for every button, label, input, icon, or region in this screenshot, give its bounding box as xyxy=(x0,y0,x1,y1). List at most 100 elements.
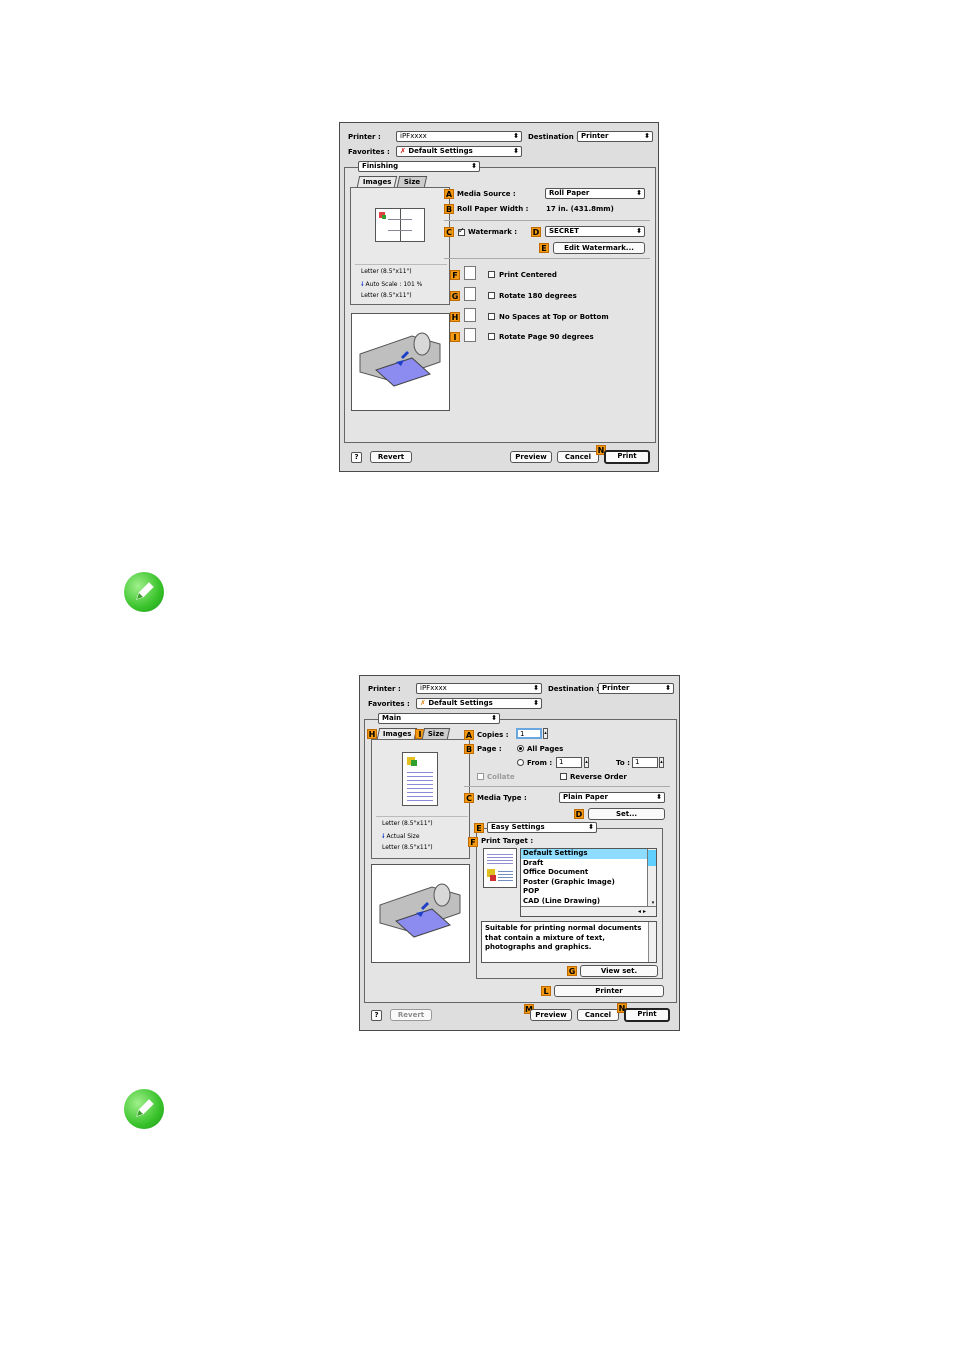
panel-select[interactable]: Main⬍ xyxy=(378,713,500,724)
list-item[interactable]: POP xyxy=(523,887,540,896)
media-source-select[interactable]: Roll Paper⬍ xyxy=(545,188,645,199)
destination-select[interactable]: Printer⬍ xyxy=(577,131,653,142)
preview-line-1: Letter (8.5"x11") xyxy=(382,820,433,827)
print-target-list[interactable]: Default Settings Draft Office Document P… xyxy=(520,848,657,917)
revert-button[interactable]: Revert xyxy=(370,451,412,463)
watermark-select[interactable]: SECRET⬍ xyxy=(545,226,645,237)
print-target-label: Print Target : xyxy=(481,837,534,845)
rotate-180-checkbox[interactable] xyxy=(488,292,495,299)
no-spaces-label: No Spaces at Top or Bottom xyxy=(499,313,609,321)
rotate-90-icon xyxy=(464,328,476,342)
print-dialog-main: Printer : iPFxxxx⬍ Destination : Printer… xyxy=(359,675,680,1031)
printer-button[interactable]: Printer xyxy=(554,985,664,997)
preview-line-3: Letter (8.5"x11") xyxy=(361,292,412,299)
cancel-button[interactable]: Cancel xyxy=(577,1009,619,1021)
destination-label: Destination : xyxy=(548,685,599,693)
cancel-button[interactable]: Cancel xyxy=(557,451,599,463)
printer-label: Printer : xyxy=(348,133,381,141)
printer-icon xyxy=(359,332,441,387)
help-icon[interactable]: ? xyxy=(371,1010,382,1021)
print-centered-label: Print Centered xyxy=(499,271,557,279)
print-button[interactable]: Print xyxy=(604,450,650,464)
view-set-button[interactable]: View set. xyxy=(580,965,658,977)
list-item[interactable]: Default Settings xyxy=(521,849,656,859)
revert-button[interactable]: Revert xyxy=(390,1009,432,1021)
roll-width-label: Roll Paper Width : xyxy=(457,205,529,213)
collate-checkbox[interactable] xyxy=(477,773,484,780)
copies-stepper[interactable]: ▴ xyxy=(543,728,548,739)
print-centered-checkbox[interactable] xyxy=(488,271,495,278)
favorites-select[interactable]: ✗ Default Settings⬍ xyxy=(396,146,522,157)
printer-select[interactable]: iPFxxxx⬍ xyxy=(416,683,542,694)
rotate-90-checkbox[interactable] xyxy=(488,333,495,340)
media-source-label: Media Source : xyxy=(457,190,516,198)
divider xyxy=(464,786,670,787)
badge-a: A xyxy=(444,189,454,199)
easy-settings-select[interactable]: Easy Settings⬍ xyxy=(487,822,597,833)
printer-label: Printer : xyxy=(368,685,401,693)
description-scrollbar[interactable] xyxy=(648,922,656,962)
printer-select[interactable]: iPFxxxx⬍ xyxy=(396,131,522,142)
favorites-label: Favorites : xyxy=(368,700,410,708)
media-type-select[interactable]: Plain Paper⬍ xyxy=(559,792,665,803)
badge-h: H xyxy=(450,312,460,322)
arrow-down-icon: 🠗 xyxy=(361,281,364,288)
watermark-checkbox[interactable] xyxy=(458,226,465,236)
description-text: Suitable for printing normal documents t… xyxy=(481,921,657,963)
from-label: From : xyxy=(527,759,553,767)
preview-line-3: Letter (8.5"x11") xyxy=(382,844,433,851)
badge-l: L xyxy=(541,986,551,996)
tab-images[interactable]: Images xyxy=(356,176,398,187)
help-icon[interactable]: ? xyxy=(351,452,362,463)
print-dialog-finishing: Printer : iPFxxxx⬍ Destination : Printer… xyxy=(339,122,659,472)
copies-label: Copies : xyxy=(477,731,509,739)
from-stepper[interactable]: ▴ xyxy=(584,757,589,768)
panel-select[interactable]: Finishing⬍ xyxy=(358,161,480,172)
reverse-order-checkbox[interactable] xyxy=(560,773,567,780)
collate-label: Collate xyxy=(487,773,515,781)
destination-select[interactable]: Printer⬍ xyxy=(598,683,674,694)
badge-g: G xyxy=(567,966,577,976)
preview-button[interactable]: Preview xyxy=(510,451,552,463)
to-stepper[interactable]: ▴ xyxy=(659,757,664,768)
badge-d: D xyxy=(531,227,541,237)
printer-illustration xyxy=(371,864,470,963)
badge-f: F xyxy=(450,270,460,280)
watermark-label: Watermark : xyxy=(468,228,518,236)
page-preview-panel: Letter (8.5"x11") 🠗 Auto Scale : 101 % L… xyxy=(350,187,450,305)
printer-icon xyxy=(379,883,461,938)
from-radio[interactable] xyxy=(517,759,524,766)
list-item[interactable]: Office Document xyxy=(523,868,589,877)
rotate-90-label: Rotate Page 90 degrees xyxy=(499,333,594,341)
list-item[interactable]: Poster (Graphic Image) xyxy=(523,877,615,886)
from-input[interactable]: 1 xyxy=(556,757,582,768)
edit-watermark-button[interactable]: Edit Watermark... xyxy=(553,242,645,254)
badge-e: E xyxy=(474,823,484,833)
preview-line-1: Letter (8.5"x11") xyxy=(361,268,412,275)
page-layout-preview xyxy=(402,752,438,806)
page-label: Page : xyxy=(477,745,502,753)
badge-i: I xyxy=(450,332,460,342)
all-pages-radio[interactable] xyxy=(517,745,524,752)
tab-size[interactable]: Size xyxy=(421,728,451,739)
badge-d: D xyxy=(574,809,584,819)
to-input[interactable]: 1 xyxy=(632,757,658,768)
list-item[interactable]: CAD (Line Drawing) xyxy=(523,896,601,905)
page-layout-preview xyxy=(375,208,425,242)
copies-input[interactable]: 1 xyxy=(516,728,542,739)
print-button[interactable]: Print xyxy=(624,1008,670,1022)
no-spaces-checkbox[interactable] xyxy=(488,313,495,320)
preview-button[interactable]: Preview xyxy=(530,1009,572,1021)
media-type-label: Media Type : xyxy=(477,794,527,802)
tab-size[interactable]: Size xyxy=(396,176,428,187)
badge-g: G xyxy=(450,291,460,301)
tab-images[interactable]: Images xyxy=(376,728,418,739)
preview-line-2: 🠗 Actual Size xyxy=(382,833,420,840)
set-button[interactable]: Set... xyxy=(588,808,665,820)
horizontal-scrollbar[interactable]: ◂ ▸ xyxy=(521,906,656,916)
reverse-order-label: Reverse Order xyxy=(570,773,627,781)
badge-f: F xyxy=(468,837,478,847)
favorites-select[interactable]: ✗ Default Settings⬍ xyxy=(416,698,542,709)
list-item[interactable]: Draft xyxy=(523,858,544,867)
vertical-scrollbar[interactable]: ▾ xyxy=(647,849,656,907)
